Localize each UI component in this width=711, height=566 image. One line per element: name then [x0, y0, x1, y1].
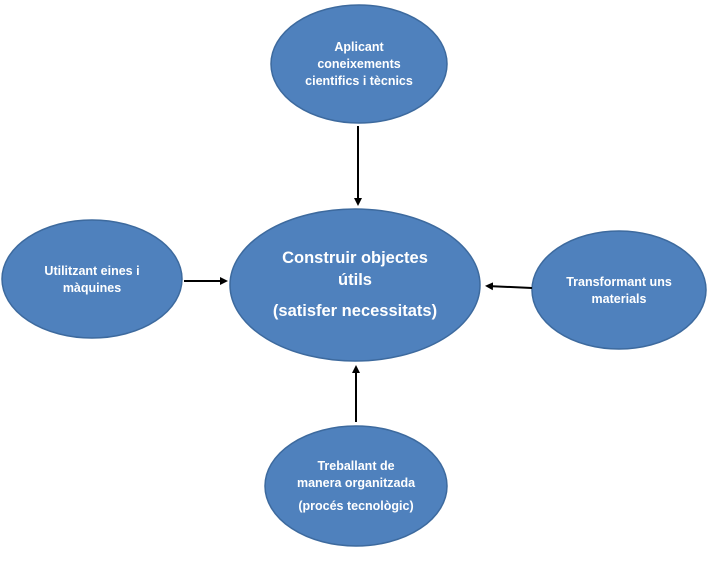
node-bottom-shape [264, 425, 448, 547]
node-bottom-line3: (procés tecnològic) [298, 498, 414, 513]
node-top-line1: Aplicant [334, 39, 384, 54]
node-top-line3: cientifics i tècnics [305, 73, 413, 88]
node-center-line2: útils [338, 270, 372, 289]
node-center-shape [229, 208, 481, 362]
node-left-line1: Utilitzant eines i [44, 264, 140, 278]
node-top-shape [270, 4, 448, 124]
node-right-line2: materials [591, 292, 647, 306]
node-bottom-line1: Treballant de [317, 458, 395, 473]
arrow-right-to-center [485, 282, 533, 291]
node-right-shape [531, 230, 707, 350]
node-center-line1: Construir objectes [282, 248, 428, 267]
node-left-line2: màquines [62, 281, 122, 295]
node-top-line2: coneixements [317, 56, 401, 71]
node-center: Construir objectes útils (satisfer neces… [240, 234, 470, 334]
node-left: Utilitzant eines i màquines [8, 250, 176, 310]
node-left-shape [1, 219, 183, 339]
node-top: Aplicant coneixements cientifics i tècni… [271, 22, 447, 106]
node-right-line1: Transformant uns [566, 275, 672, 289]
node-center-line3: (satisfer necessitats) [272, 301, 438, 320]
node-bottom: Treballant de manera organitzada (procés… [270, 446, 442, 526]
node-right: Transformant uns materials [537, 262, 701, 320]
node-bottom-line2: manera organitzada [296, 475, 416, 490]
